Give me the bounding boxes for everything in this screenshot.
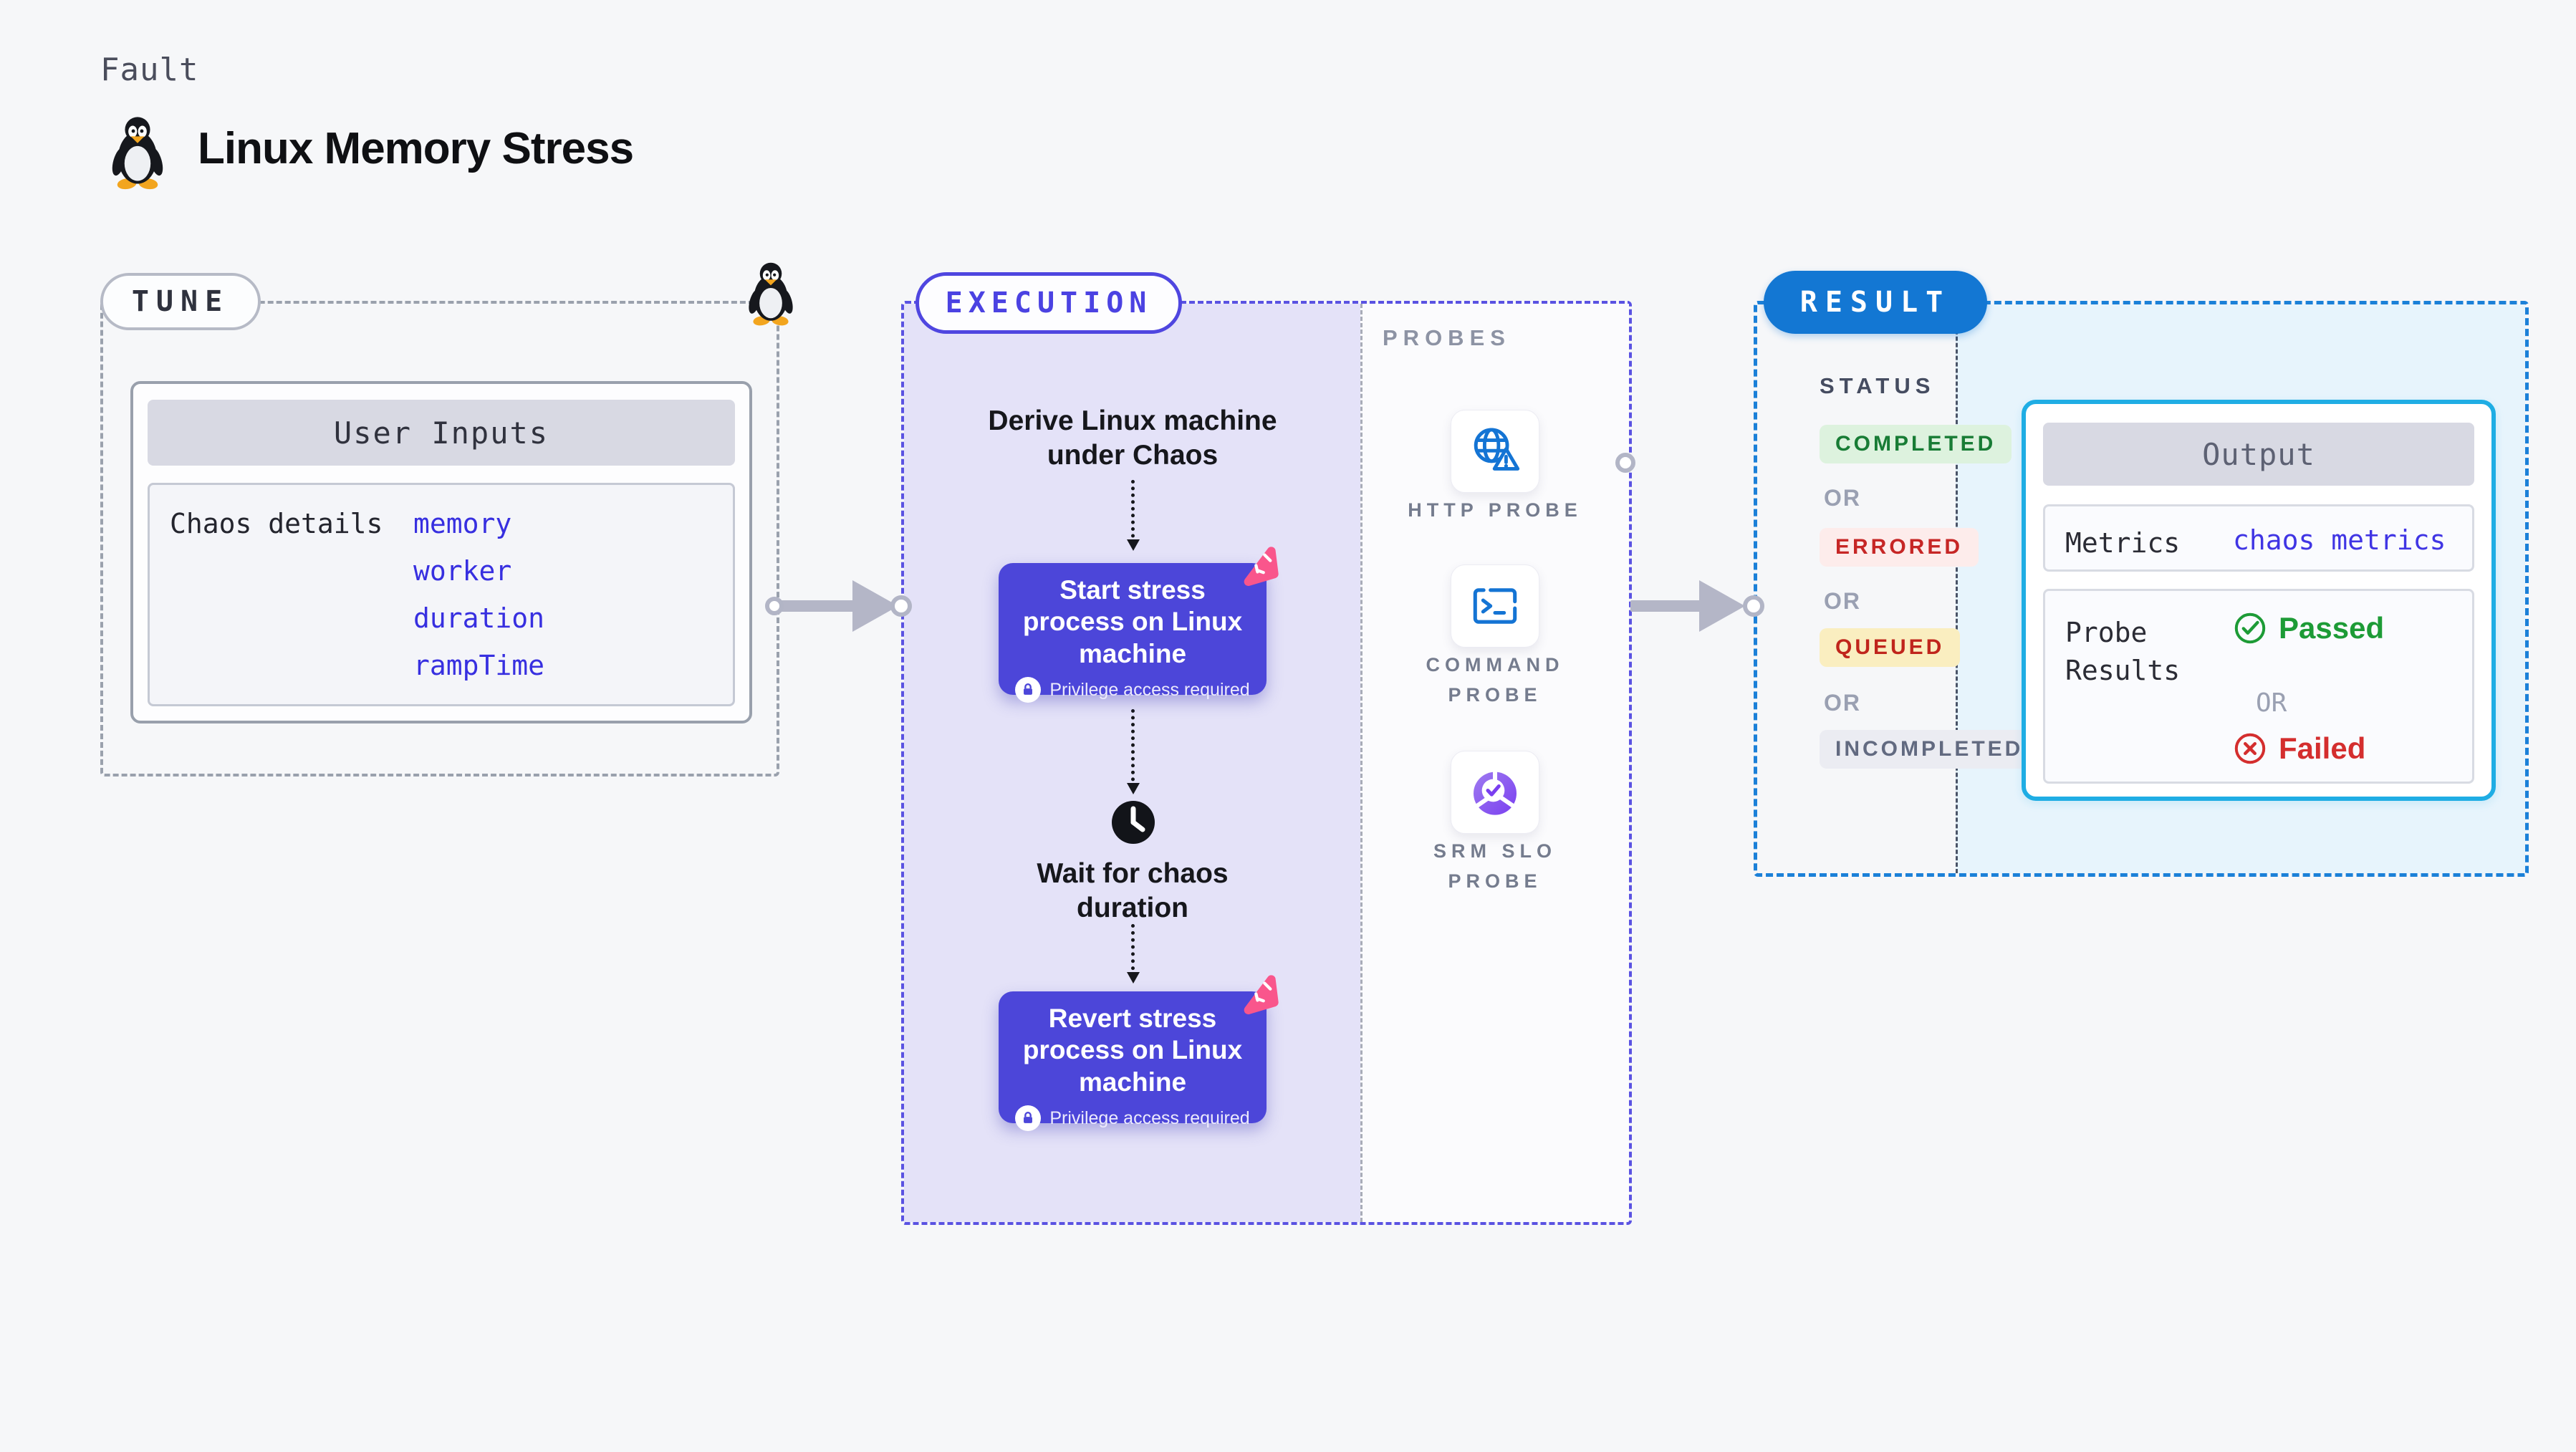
slo-donut-icon bbox=[1474, 769, 1517, 815]
result-divider-line bbox=[1956, 304, 1958, 873]
chaos-logo-icon bbox=[1244, 547, 1279, 586]
status-or-label: OR bbox=[1824, 588, 1861, 614]
execution-out-connector bbox=[1615, 453, 1635, 473]
chaos-metrics-link[interactable]: chaos metrics bbox=[2233, 524, 2446, 556]
result-badge: RESULT bbox=[1764, 271, 1987, 334]
arrow-execution-result bbox=[1630, 600, 1702, 612]
lock-icon bbox=[1015, 677, 1042, 703]
start-stress-title: Start stress process on Linux machine bbox=[1022, 575, 1243, 668]
page-title: Linux Memory Stress bbox=[198, 124, 634, 173]
revert-stress-note-row: Privilege access required bbox=[999, 1105, 1267, 1132]
metrics-label: Metrics bbox=[2065, 527, 2181, 559]
result-badge-label: RESULT bbox=[1799, 286, 1951, 319]
metrics-row: Metrics chaos metrics bbox=[2043, 504, 2474, 572]
arrow-tune-execution bbox=[781, 600, 855, 612]
input-link-ramptime[interactable]: rampTime bbox=[413, 650, 545, 681]
revert-stress-title: Revert stress process on Linux machine bbox=[1022, 1004, 1243, 1097]
output-card: Output Metrics chaos metrics Probe Resul… bbox=[2022, 400, 2496, 801]
user-inputs-card: User Inputs Chaos details memory worker … bbox=[130, 381, 752, 723]
start-stress-note-row: Privilege access required bbox=[999, 677, 1267, 703]
chaos-details-label: Chaos details bbox=[170, 508, 383, 539]
x-circle-icon bbox=[2234, 733, 2266, 764]
result-in-connector bbox=[1743, 595, 1764, 617]
clock-icon bbox=[1112, 801, 1155, 844]
terminal-icon bbox=[1473, 588, 1517, 624]
globe-alert-icon bbox=[1474, 428, 1520, 471]
lock-icon bbox=[1015, 1105, 1042, 1132]
probes-divider-line bbox=[1360, 304, 1363, 1222]
result-container: STATUS COMPLETED OR ERRORED OR QUEUED OR… bbox=[1754, 301, 2529, 877]
tune-container bbox=[100, 301, 779, 777]
input-link-worker[interactable]: worker bbox=[413, 555, 512, 587]
tune-badge: TUNE bbox=[100, 273, 261, 330]
probe-results-row: Probe Results Passed OR Failed bbox=[2043, 589, 2474, 784]
http-probe-label: HTTP PROBE bbox=[1408, 499, 1582, 521]
status-or-label: OR bbox=[1824, 690, 1861, 716]
chaos-logo-icon bbox=[1244, 975, 1279, 1014]
execution-badge: EXECUTION bbox=[915, 272, 1182, 334]
fault-eyebrow-label: Fault bbox=[100, 52, 199, 88]
revert-stress-note: Privilege access required bbox=[1049, 1107, 1250, 1128]
revert-stress-node: Revert stress process on Linux machine P… bbox=[999, 991, 1267, 1132]
status-or-label: OR bbox=[1824, 485, 1861, 511]
check-circle-icon bbox=[2234, 612, 2266, 644]
command-probe-label: COMMAND PROBE bbox=[1426, 654, 1565, 706]
failed-label: Failed bbox=[2279, 731, 2366, 765]
flow-arrow-2 bbox=[1126, 709, 1140, 794]
status-badge-incompleted: INCOMPLETED bbox=[1820, 730, 2039, 769]
status-badge-queued: QUEUED bbox=[1820, 628, 1961, 667]
srm-slo-probe-label: SRM SLO PROBE bbox=[1433, 840, 1557, 892]
status-badge-completed: COMPLETED bbox=[1820, 425, 2012, 463]
http-probe-card bbox=[1451, 410, 1539, 493]
user-inputs-header: User Inputs bbox=[148, 400, 735, 466]
wait-step-label: Wait for chaos duration bbox=[1037, 858, 1229, 923]
status-section-label: STATUS bbox=[1820, 373, 1936, 398]
execution-container: Derive Linux machine under Chaos Start s… bbox=[901, 301, 1632, 1225]
tux-corner-icon bbox=[749, 262, 793, 326]
flow-arrow-1 bbox=[1126, 480, 1140, 551]
probes-section-label: PROBES bbox=[1383, 325, 1511, 350]
start-stress-node: Start stress process on Linux machine Pr… bbox=[999, 563, 1267, 703]
srm-slo-probe-card bbox=[1451, 751, 1539, 834]
failed-result: Failed bbox=[2233, 731, 2365, 766]
output-header: Output bbox=[2043, 423, 2474, 486]
derive-step-label: Derive Linux machine under Chaos bbox=[988, 405, 1277, 471]
start-stress-note: Privilege access required bbox=[1049, 679, 1250, 700]
flow-arrow-3 bbox=[1126, 924, 1140, 984]
input-link-duration[interactable]: duration bbox=[413, 602, 545, 634]
tune-badge-label: TUNE bbox=[131, 285, 230, 318]
arrow-execution-result-head bbox=[1699, 580, 1745, 632]
tux-penguin-icon bbox=[112, 117, 163, 190]
passed-label: Passed bbox=[2279, 611, 2385, 645]
execution-badge-label: EXECUTION bbox=[945, 287, 1153, 319]
command-probe-card bbox=[1451, 564, 1539, 648]
chaos-details-box: Chaos details memory worker duration ram… bbox=[148, 483, 735, 706]
execution-in-connector bbox=[890, 595, 912, 617]
passed-result: Passed bbox=[2233, 611, 2384, 645]
output-or-label: OR bbox=[2256, 688, 2287, 718]
tune-out-connector bbox=[765, 597, 784, 615]
input-link-memory[interactable]: memory bbox=[413, 508, 512, 539]
status-badge-errored: ERRORED bbox=[1820, 528, 1979, 567]
probe-results-label: Probe Results bbox=[2065, 617, 2181, 687]
